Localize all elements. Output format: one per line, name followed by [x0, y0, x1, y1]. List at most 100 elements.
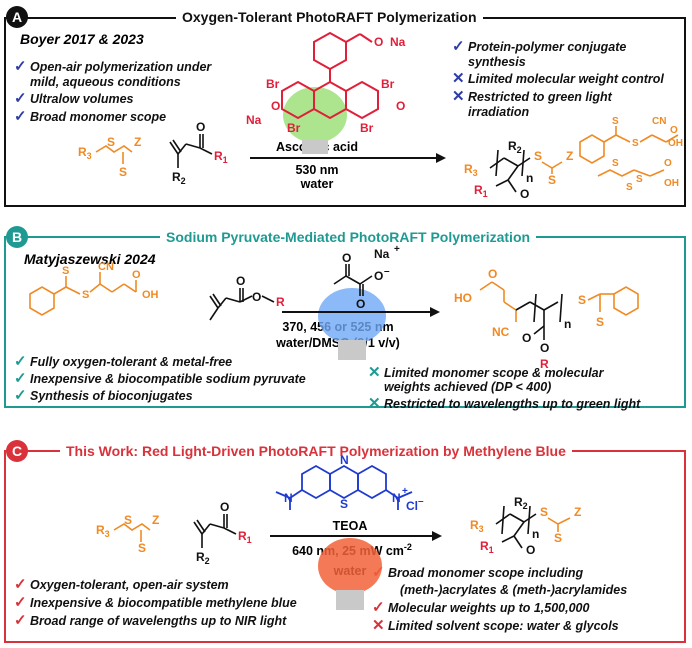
c-prod-n: n — [532, 527, 539, 541]
a-prod-s: S — [534, 149, 542, 163]
panel-c-right-2: ✓Molecular weights up to 1,500,000 — [372, 599, 590, 616]
panel-b-schemes: O O – Na + O S S CN O OH O O R — [29, 244, 639, 371]
cta-s: S — [612, 116, 619, 127]
cta-s3: S — [612, 158, 619, 169]
pyruvate-o: O — [342, 251, 351, 265]
panel-a-schemes: Br Br Br Br O Na O Na O R3 S S Z O R1 R2 — [78, 31, 683, 201]
c-prod-o: O — [526, 543, 535, 557]
cta-o: O — [670, 125, 678, 136]
b-prod-n: n — [564, 317, 571, 331]
dye-br-4: Br — [360, 121, 374, 135]
cta-s2: S — [632, 138, 639, 149]
panel-c-schemes: N S N N + Cl – R3 S S Z O R1 R2 — [96, 453, 581, 610]
a-mono-r2: R2 — [172, 170, 186, 186]
red-light-bulb-icon — [318, 538, 382, 610]
a-mono-r1: R1 — [214, 149, 228, 165]
c-raft-r3: R3 — [96, 523, 110, 539]
mb-nplus: N — [392, 491, 401, 505]
panel-b-pro-1: ✓Fully oxygen-tolerant & metal-free — [14, 353, 233, 370]
panel-b-badge: B — [6, 226, 28, 248]
c-prod-s2: S — [554, 531, 562, 545]
panel-a-reaction-arrow — [250, 153, 446, 163]
mb-n2: N — [284, 491, 293, 505]
b-mono-o: O — [236, 274, 245, 288]
panel-a-pro-2: ✓Ultralow volumes — [14, 90, 134, 107]
b-prod-o3: O — [540, 341, 549, 355]
mb-s: S — [340, 497, 348, 511]
mb-minus: – — [418, 496, 424, 507]
c-prod-r3: R3 — [470, 518, 484, 534]
a-raft-s2: S — [119, 165, 127, 179]
a-raft-s1: S — [107, 135, 115, 149]
panel-a-right-1b: synthesis — [468, 55, 526, 69]
panel-b-pro-3: ✓Synthesis of bioconjugates — [14, 387, 193, 404]
panel-c-title: This Work: Red Light-Driven PhotoRAFT Po… — [60, 443, 572, 459]
a-mono-o: O — [196, 120, 205, 134]
a-raft-r3: R3 — [78, 145, 92, 161]
b-prod-o: O — [488, 267, 497, 281]
a-prod-z: Z — [566, 149, 573, 163]
panel-a-author: Boyer 2017 & 2023 — [20, 31, 144, 47]
b-mono-o2: O — [252, 290, 261, 304]
b-prod-s2: S — [596, 315, 604, 329]
b-prod-o2: O — [522, 331, 531, 345]
rose-bengal-structure — [281, 31, 379, 120]
b-cta-cn: CN — [98, 261, 114, 273]
a-prod-n: n — [526, 171, 533, 185]
b-prod-ho: HO — [454, 291, 472, 305]
a-prod-o: O — [520, 187, 529, 201]
dye-br-1: Br — [266, 77, 280, 91]
panel-a-title: Oxygen-Tolerant PhotoRAFT Polymerization — [176, 9, 483, 25]
panel-a-badge: A — [6, 6, 28, 28]
b-cta-s: S — [62, 265, 69, 277]
dye-o-minus: O — [374, 35, 383, 49]
green-light-bulb-icon — [283, 87, 347, 154]
panel-c-reagent: TEOA — [332, 519, 368, 533]
panel-c-reaction-arrow — [270, 531, 442, 541]
c-mono-o: O — [220, 500, 229, 514]
panel-b-title: Sodium Pyruvate-Mediated PhotoRAFT Polym… — [160, 229, 537, 245]
cta-oh2: OH — [664, 178, 679, 189]
panel-b-author: Matyjaszewski 2024 — [24, 251, 156, 267]
mb-plus: + — [402, 486, 408, 497]
panel-c-pro-3: ✓Broad range of wavelengths up to NIR li… — [14, 612, 287, 629]
c-prod-s: S — [540, 505, 548, 519]
c-raft-s2: S — [138, 541, 146, 555]
panel-c-right-3: ✕Limited solvent scope: water & glycols — [372, 617, 619, 634]
panel-a-right-3: ✕Restricted to green light — [452, 88, 612, 105]
a-prod-s2: S — [548, 173, 556, 187]
cta-s5: S — [626, 182, 633, 193]
b-mono-r: R — [276, 295, 285, 309]
pyruvate-o-minus: O — [374, 269, 383, 283]
mb-n: N — [340, 453, 349, 467]
b-prod-nc: NC — [492, 325, 510, 339]
panel-b-pro-2: ✓Inexpensive & biocompatible sodium pyru… — [14, 370, 306, 387]
mb-cl: Cl — [406, 499, 418, 513]
panel-c-badge: C — [6, 440, 28, 462]
panel-a-solvent: water — [300, 177, 334, 191]
dye-br-2: Br — [381, 77, 395, 91]
cta-cn: CN — [652, 116, 666, 127]
panel-c-pro-2: ✓Inexpensive & biocompatible methylene b… — [14, 594, 297, 611]
b-cta-s2: S — [82, 289, 89, 301]
panel-a-pro-1b: mild, aqueous conditions — [30, 75, 181, 89]
c-mono-r2: R2 — [196, 550, 210, 566]
panel-b-con-2: ✕Restricted to wavelengths up to green l… — [368, 395, 641, 412]
b-cta-o: O — [132, 269, 141, 281]
c-mono-r1: R1 — [238, 529, 252, 545]
a-prod-r1: R1 — [474, 183, 488, 199]
blue-light-bulb-icon — [318, 288, 386, 360]
c-prod-r1: R1 — [480, 539, 494, 555]
pyruvate-plus: + — [394, 244, 400, 255]
b-cta-oh: OH — [142, 289, 159, 301]
c-prod-z: Z — [574, 505, 581, 519]
dye-br-3: Br — [287, 121, 301, 135]
c-prod-r2: R2 — [514, 495, 528, 511]
panel-a-pro-3: ✓Broad monomer scope — [14, 108, 167, 125]
pyruvate-na: Na — [374, 247, 390, 261]
panel-b-reaction-arrow — [282, 307, 440, 317]
panel-a-wavelength: 530 nm — [295, 163, 339, 177]
panel-b-con-1b: weights achieved (DP < 400) — [384, 380, 552, 394]
a-prod-r2: R2 — [508, 139, 522, 155]
b-prod-r: R — [540, 357, 549, 371]
